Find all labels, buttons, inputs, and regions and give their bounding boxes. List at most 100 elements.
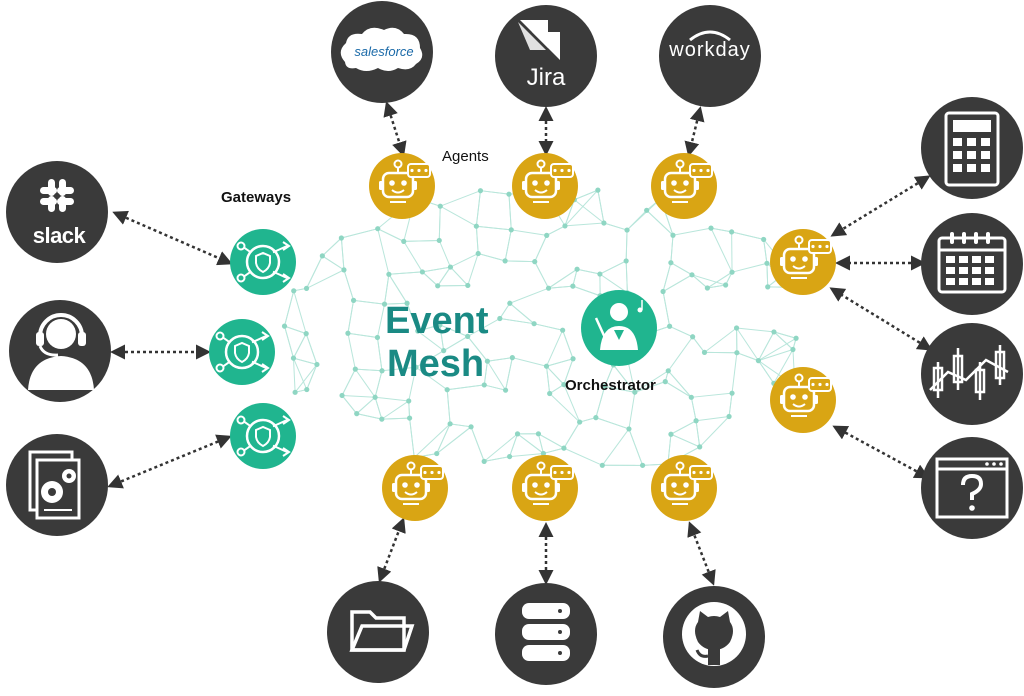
mesh-link	[439, 324, 468, 337]
mesh-node	[764, 260, 770, 266]
mesh-link	[670, 262, 693, 276]
mesh-node	[697, 444, 703, 450]
gateway-node	[230, 229, 296, 295]
mesh-link	[306, 269, 345, 289]
mesh-node	[291, 288, 297, 294]
mesh-link	[604, 364, 614, 387]
mesh-node	[662, 379, 668, 385]
mesh-link	[381, 366, 417, 372]
arrow-salesforce-agent	[383, 101, 407, 157]
mesh-node	[514, 431, 521, 437]
mesh-link	[626, 209, 648, 231]
mesh-node	[447, 421, 453, 427]
mesh-link	[406, 303, 419, 332]
event-mesh-title-line1: Event	[385, 300, 489, 342]
mesh-node	[624, 227, 630, 233]
mesh-link	[634, 370, 669, 393]
mesh-link	[284, 325, 294, 359]
mesh-node	[473, 223, 479, 229]
mesh-link	[415, 366, 448, 391]
mesh-node	[535, 431, 542, 437]
mesh-link	[505, 357, 513, 391]
mesh-link	[662, 291, 671, 327]
mesh-link	[487, 357, 513, 362]
mesh-link	[691, 392, 733, 398]
mesh-link	[353, 299, 385, 305]
mesh-node	[670, 232, 676, 238]
mesh-link	[670, 420, 697, 435]
mesh-link	[546, 358, 574, 367]
mesh-node	[644, 207, 650, 213]
mesh-link	[613, 364, 636, 393]
mesh-link	[763, 239, 768, 264]
mesh-link	[707, 284, 726, 289]
mesh-link	[564, 199, 575, 227]
mesh-link	[604, 386, 635, 393]
mesh-link	[707, 271, 733, 289]
mesh-link	[284, 290, 295, 327]
mesh-node	[570, 283, 576, 289]
mesh-link	[374, 397, 383, 420]
mesh-node	[303, 331, 309, 337]
mesh-link	[342, 394, 376, 398]
mesh-link	[646, 209, 674, 236]
mesh-link	[509, 287, 549, 304]
mesh-link	[579, 417, 597, 423]
agent-node	[512, 455, 578, 521]
mesh-link	[355, 368, 383, 372]
mesh-node	[626, 426, 632, 432]
mesh-link	[293, 357, 308, 390]
mesh-node	[281, 323, 288, 329]
mesh-link	[504, 229, 512, 261]
github-icon	[663, 586, 765, 688]
mesh-node	[508, 227, 514, 233]
event-mesh-title-line2: Mesh	[387, 343, 485, 385]
slack-logo-icon	[6, 161, 108, 263]
gateways-group	[209, 229, 296, 469]
mesh-node	[532, 259, 538, 265]
mesh-node	[338, 235, 344, 241]
mesh-link	[438, 206, 441, 241]
calendar-icon	[921, 213, 1023, 315]
mesh-link	[384, 302, 408, 305]
mesh-node	[436, 237, 442, 244]
mesh-link	[305, 333, 318, 365]
mesh-link	[595, 417, 630, 430]
mesh-link	[625, 260, 628, 293]
gateways-label: Gateways	[221, 189, 292, 206]
mesh-link	[699, 416, 730, 448]
mesh-link	[691, 274, 708, 289]
orchestrator-label: Orchestrator	[565, 377, 656, 394]
mesh-link	[564, 222, 604, 227]
workday-logo-icon	[659, 5, 761, 107]
mesh-link	[563, 421, 581, 449]
mesh-node	[290, 355, 297, 361]
mesh-link	[549, 393, 581, 423]
mesh-link	[374, 370, 383, 398]
mesh-link	[447, 384, 485, 391]
mesh-node	[509, 355, 515, 361]
mesh-link	[563, 447, 603, 466]
mesh-link	[381, 400, 409, 420]
mesh-node	[374, 334, 381, 341]
mesh-node	[465, 282, 471, 289]
mesh-link	[508, 194, 512, 230]
candlestick-chart-icon	[921, 323, 1023, 425]
browser-help-icon	[921, 437, 1023, 539]
mesh-link	[440, 205, 477, 227]
mesh-node	[441, 348, 447, 354]
mesh-node	[339, 392, 345, 399]
mesh-link	[563, 384, 581, 423]
mesh-link	[450, 266, 469, 286]
mesh-node	[314, 361, 320, 368]
mesh-link	[343, 269, 355, 301]
orchestrator-node	[581, 290, 657, 366]
workday-logo-text: workday	[669, 39, 751, 61]
mesh-node	[502, 258, 508, 264]
mesh-link	[293, 333, 307, 359]
mesh-node	[560, 327, 566, 333]
mesh-node	[562, 223, 568, 229]
mesh-link	[306, 364, 318, 390]
mesh-link	[665, 381, 692, 398]
